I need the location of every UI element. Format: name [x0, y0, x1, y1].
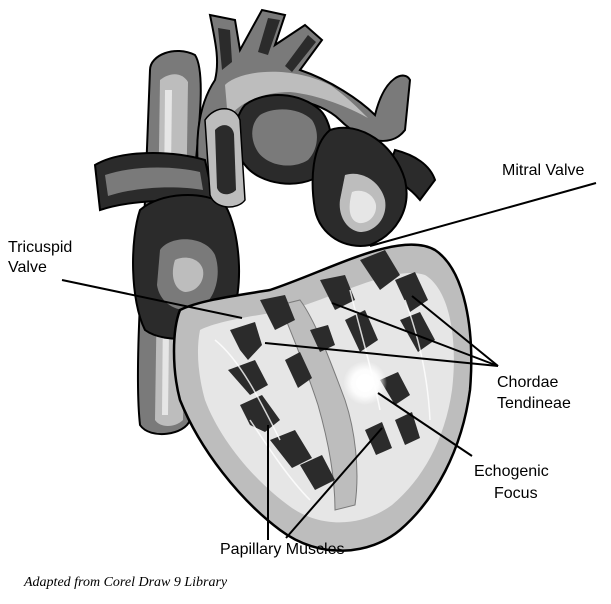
tricuspid-valve-label-line1: Tricuspid	[8, 239, 73, 256]
mitral-valve-leader	[369, 182, 597, 247]
echogenic-focus-leader	[377, 392, 473, 457]
right-atrium	[132, 194, 241, 340]
aortic-arch	[196, 8, 412, 202]
tricuspid-valve-leader	[61, 279, 243, 319]
papillary-muscles-label: Papillary Muscles	[220, 541, 345, 558]
chordae-leader-2	[264, 342, 499, 367]
chordae-tendineae-label-line2: Tendineae	[497, 395, 571, 412]
echogenic-focus-spot	[343, 361, 387, 405]
pulmonary-trunk	[204, 94, 333, 208]
mitral-valve-label: Mitral Valve	[502, 162, 585, 179]
echogenic-focus-label-line1: Echogenic	[474, 463, 549, 480]
chordae-leader-1	[331, 302, 499, 367]
chordae-tendineae-label-line1: Chordae	[497, 374, 559, 391]
papillary-leader-2	[285, 427, 383, 539]
trabeculae	[228, 250, 435, 490]
echogenic-focus-label-line2: Focus	[494, 485, 538, 502]
tricuspid-valve-label-line2: Valve	[8, 259, 47, 276]
image-credit: Adapted from Corel Draw 9 Library	[24, 575, 228, 590]
left-atrium	[311, 126, 408, 247]
chordae-leader-3	[411, 295, 499, 367]
leader-lines	[61, 182, 597, 540]
